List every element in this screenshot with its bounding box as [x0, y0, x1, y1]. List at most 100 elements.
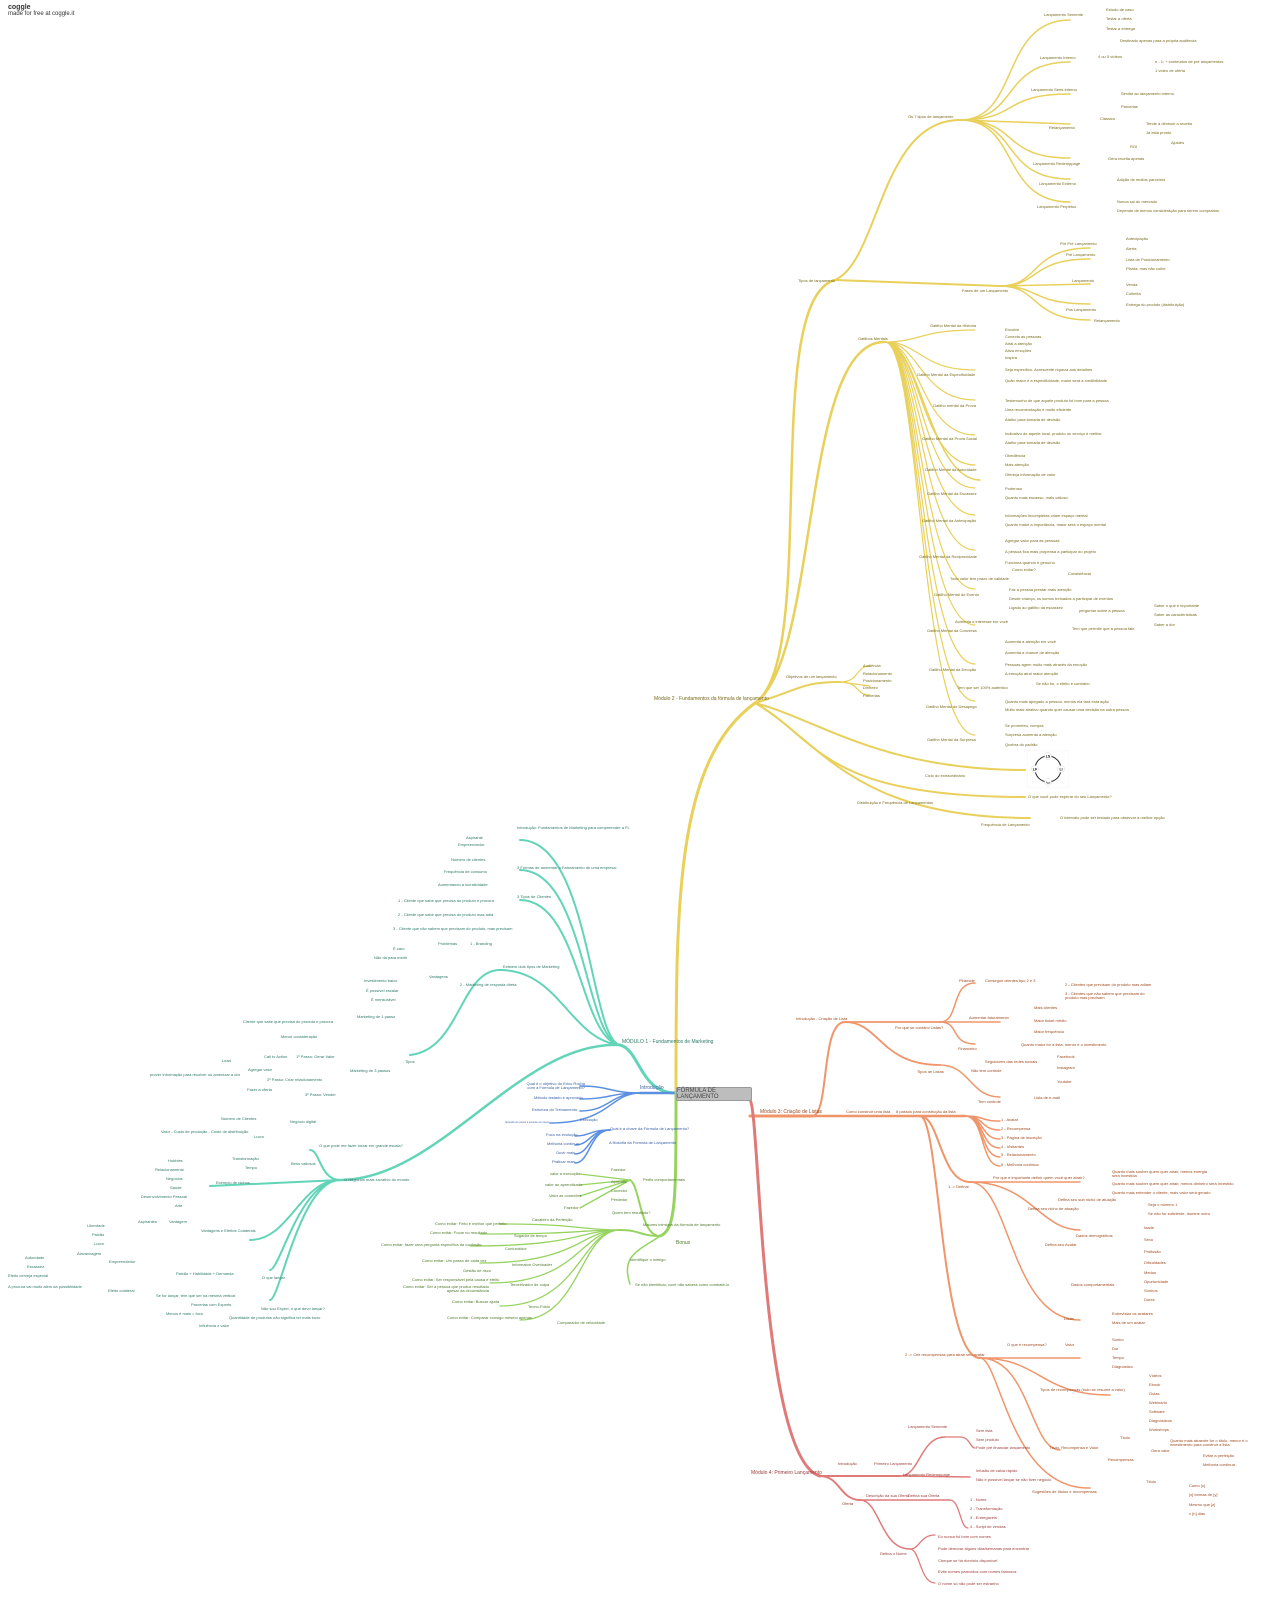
- node-gatilho-desapego[interactable]: Gatilho Mental do Desapego: [926, 704, 977, 709]
- leaf[interactable]: Planta, mas não colhe: [1126, 266, 1166, 271]
- node-gatilho-prova-social[interactable]: Gatilho Mental da Prova Social: [922, 436, 977, 441]
- leaf[interactable]: Perdedor: [611, 1197, 628, 1202]
- leaf[interactable]: Informações incompletas criam espaço men…: [1005, 513, 1088, 518]
- node-problemas[interactable]: Problemas: [438, 941, 458, 946]
- node-gatilho-surpresa[interactable]: Gatilho Mental da Surpresa: [927, 737, 976, 742]
- leaf[interactable]: ROI: [1130, 144, 1138, 149]
- leaf[interactable]: Audiência: [863, 663, 881, 668]
- leaf[interactable]: Evite nomes parecidos com nomes famosos: [938, 1569, 1017, 1574]
- leaf[interactable]: A procura vai muito além da possibilidad…: [8, 1284, 82, 1289]
- node-modulo2[interactable]: Módulo 2 - Fundamentos da fórmula de lan…: [654, 696, 769, 702]
- leaf[interactable]: A emoção atrai maior atenção: [1005, 671, 1059, 676]
- leaf[interactable]: Menos é mais = foco: [166, 1311, 204, 1316]
- node-o-que-recompensa[interactable]: O que é recompensa?: [1007, 1342, 1047, 1347]
- leaf[interactable]: Se não for suficiente, domine outro: [1148, 1211, 1211, 1216]
- leaf[interactable]: A pessoa fica mais propensa a participar…: [1005, 549, 1096, 554]
- node-tipos[interactable]: Tipos: [405, 1059, 415, 1064]
- leaf[interactable]: Dinheiro: [863, 685, 878, 690]
- leaf[interactable]: Workshops: [1149, 1427, 1169, 1432]
- node-lancamento-externo[interactable]: Lançamento Externo: [1039, 181, 1076, 186]
- leaf[interactable]: 3 - Página de inscrição: [1001, 1135, 1042, 1140]
- leaf[interactable]: Arte: [175, 1203, 183, 1208]
- leaf[interactable]: Mais atenção: [1005, 462, 1029, 467]
- node-quem-tem-resultado[interactable]: Quem tem resultado?: [612, 1210, 651, 1215]
- leaf[interactable]: Como evitar: Um passo de cada vez: [422, 1258, 487, 1263]
- node-inimigos[interactable]: Maiores inimigos da fórmula de lançament…: [643, 1222, 721, 1227]
- node-passo-1[interactable]: 1º Passo: Gerar Valor: [296, 1054, 335, 1059]
- node-modulo1[interactable]: MÓDULO 1 - Fundamentos de Marketing: [622, 1039, 714, 1045]
- leaf[interactable]: Aumenta a chance de atenção: [1005, 650, 1060, 655]
- node-chave[interactable]: Qual é a chave da Fórmula de Lançamento?: [610, 1126, 690, 1131]
- leaf[interactable]: Similar ao lançamento interno: [1121, 91, 1174, 96]
- leaf[interactable]: Idade: [1144, 1225, 1155, 1230]
- node-defina-oferta[interactable]: Defina sua Oferta: [908, 1493, 940, 1498]
- node-gera-valor[interactable]: Gera valor: [1151, 1448, 1170, 1453]
- leaf[interactable]: valor ao aprendizado: [545, 1182, 583, 1187]
- leaf[interactable]: Mais clientes: [1034, 1005, 1058, 1010]
- leaf[interactable]: Testar a oferta: [1106, 16, 1132, 21]
- leaf[interactable]: 1 - Avatar: [1001, 1117, 1019, 1122]
- node-pos-lancamento[interactable]: Pós Lançamento: [1066, 307, 1097, 312]
- node-gatilho-reciprocidade[interactable]: Gatilho Mental da Reciprocidade: [919, 554, 978, 559]
- leaf[interactable]: Quanto mais apegado a pessoa, menos ela …: [1005, 699, 1109, 704]
- leaf[interactable]: Vídeos: [1149, 1373, 1162, 1378]
- leaf[interactable]: 4 - Script de vendas: [970, 1524, 1006, 1529]
- leaf[interactable]: Guias: [1149, 1391, 1160, 1396]
- leaf[interactable]: Envolve: [1005, 327, 1020, 332]
- leaf[interactable]: Como evitar: Focar no resultado: [430, 1230, 488, 1235]
- leaf[interactable]: Ouvir mais: [556, 1150, 576, 1155]
- node-m3-intro[interactable]: Introdução - Criação de Lista: [796, 1016, 848, 1021]
- leaf[interactable]: Como evitar: Feito é melhor que perfeito: [435, 1221, 507, 1226]
- leaf[interactable]: Valor - Custo de produção - Custo de dis…: [161, 1129, 249, 1134]
- leaf[interactable]: Atalho para tomada de decisão: [1005, 440, 1061, 445]
- leaf[interactable]: Evitar a perfeição: [1203, 1453, 1235, 1458]
- leaf[interactable]: valor a execução: [550, 1171, 581, 1176]
- leaf[interactable]: Surpresa aumenta a atenção: [1005, 732, 1057, 737]
- node-oferta[interactable]: Oferta: [842, 1501, 854, 1506]
- leaf[interactable]: Atrai a atenção: [1005, 341, 1032, 346]
- leaf[interactable]: Testemunho de que aquele produto foi bom…: [1005, 398, 1109, 403]
- node-titulo[interactable]: Título: [1120, 1435, 1131, 1440]
- node-passo-3[interactable]: 3º Passo: Vender: [305, 1092, 336, 1097]
- node-pre-lancamento[interactable]: Pré Lançamento: [1066, 252, 1096, 257]
- leaf[interactable]: Dores: [1144, 1297, 1155, 1302]
- leaf[interactable]: Como evitar?: [1012, 567, 1036, 572]
- node-sugestoes[interactable]: Sugestões de títulos e recompensas: [1032, 1489, 1097, 1494]
- leaf[interactable]: Frequência de consumo: [444, 869, 487, 874]
- node-vantagens[interactable]: Vantagens: [429, 974, 448, 979]
- node-primeiro-lancamento[interactable]: Primeiro Lançamento: [874, 1461, 913, 1466]
- node-construir[interactable]: Como construir uma lista: [846, 1109, 891, 1114]
- node-inimigo-6[interactable]: Comparador de velocidade: [557, 1320, 606, 1325]
- leaf[interactable]: Eu nunca fui bom com nomes: [938, 1534, 991, 1539]
- node-branding[interactable]: 1 - Branding: [470, 941, 492, 946]
- node-dois-tipos[interactable]: Existem dois tipos de Marketing: [503, 964, 560, 969]
- node-gatilho-emocao[interactable]: Gatilho Mental da Emoção: [929, 667, 977, 672]
- node-aumentar-faturamento[interactable]: Aumentar faturamento: [969, 1015, 1009, 1020]
- leaf[interactable]: Ativa emoções: [1005, 348, 1032, 353]
- leaf[interactable]: É caro: [393, 946, 405, 951]
- node-vantagem[interactable]: Vantagem: [169, 1219, 187, 1224]
- leaf[interactable]: Entrega do produto (distribuição): [1126, 302, 1185, 307]
- node-relancamento[interactable]: Relançamento: [1049, 125, 1075, 130]
- leaf[interactable]: O que você pode esperar do seu Lançament…: [1028, 794, 1112, 799]
- node-recompensas[interactable]: Recompensas: [1108, 1457, 1134, 1462]
- leaf[interactable]: Melhoria contínua: [1203, 1462, 1235, 1467]
- leaf[interactable]: Lista de Posicionamento: [1126, 257, 1170, 262]
- node-o-que-lancar[interactable]: O que lançar: [262, 1275, 285, 1280]
- leaf[interactable]: 2 - Clientes que precisam do produto mas…: [1065, 982, 1152, 987]
- leaf[interactable]: Transformação: [232, 1156, 259, 1161]
- node-gatilho-prova[interactable]: Gatilho mental da Prova: [933, 403, 976, 408]
- node-definir[interactable]: 1 -> Definal: [948, 1184, 969, 1189]
- leaf[interactable]: Conecta as pessoas: [1005, 334, 1042, 339]
- node-tem-controle[interactable]: Tem controle: [978, 1099, 1001, 1104]
- leaf[interactable]: Instagram: [1057, 1065, 1075, 1070]
- leaf[interactable]: Venda: [1126, 282, 1138, 287]
- leaf[interactable]: Como evitar: Comparar consigo mesmo apen…: [447, 1315, 532, 1320]
- leaf[interactable]: Diagnóstico: [1112, 1364, 1133, 1369]
- leaf[interactable]: Lucro: [94, 1241, 105, 1246]
- leaf[interactable]: Ebook: [1149, 1382, 1161, 1387]
- leaf[interactable]: 2 - Transformação: [970, 1506, 1003, 1511]
- node-valor[interactable]: Valor: [1065, 1342, 1075, 1347]
- leaf[interactable]: Dor: [1112, 1346, 1119, 1351]
